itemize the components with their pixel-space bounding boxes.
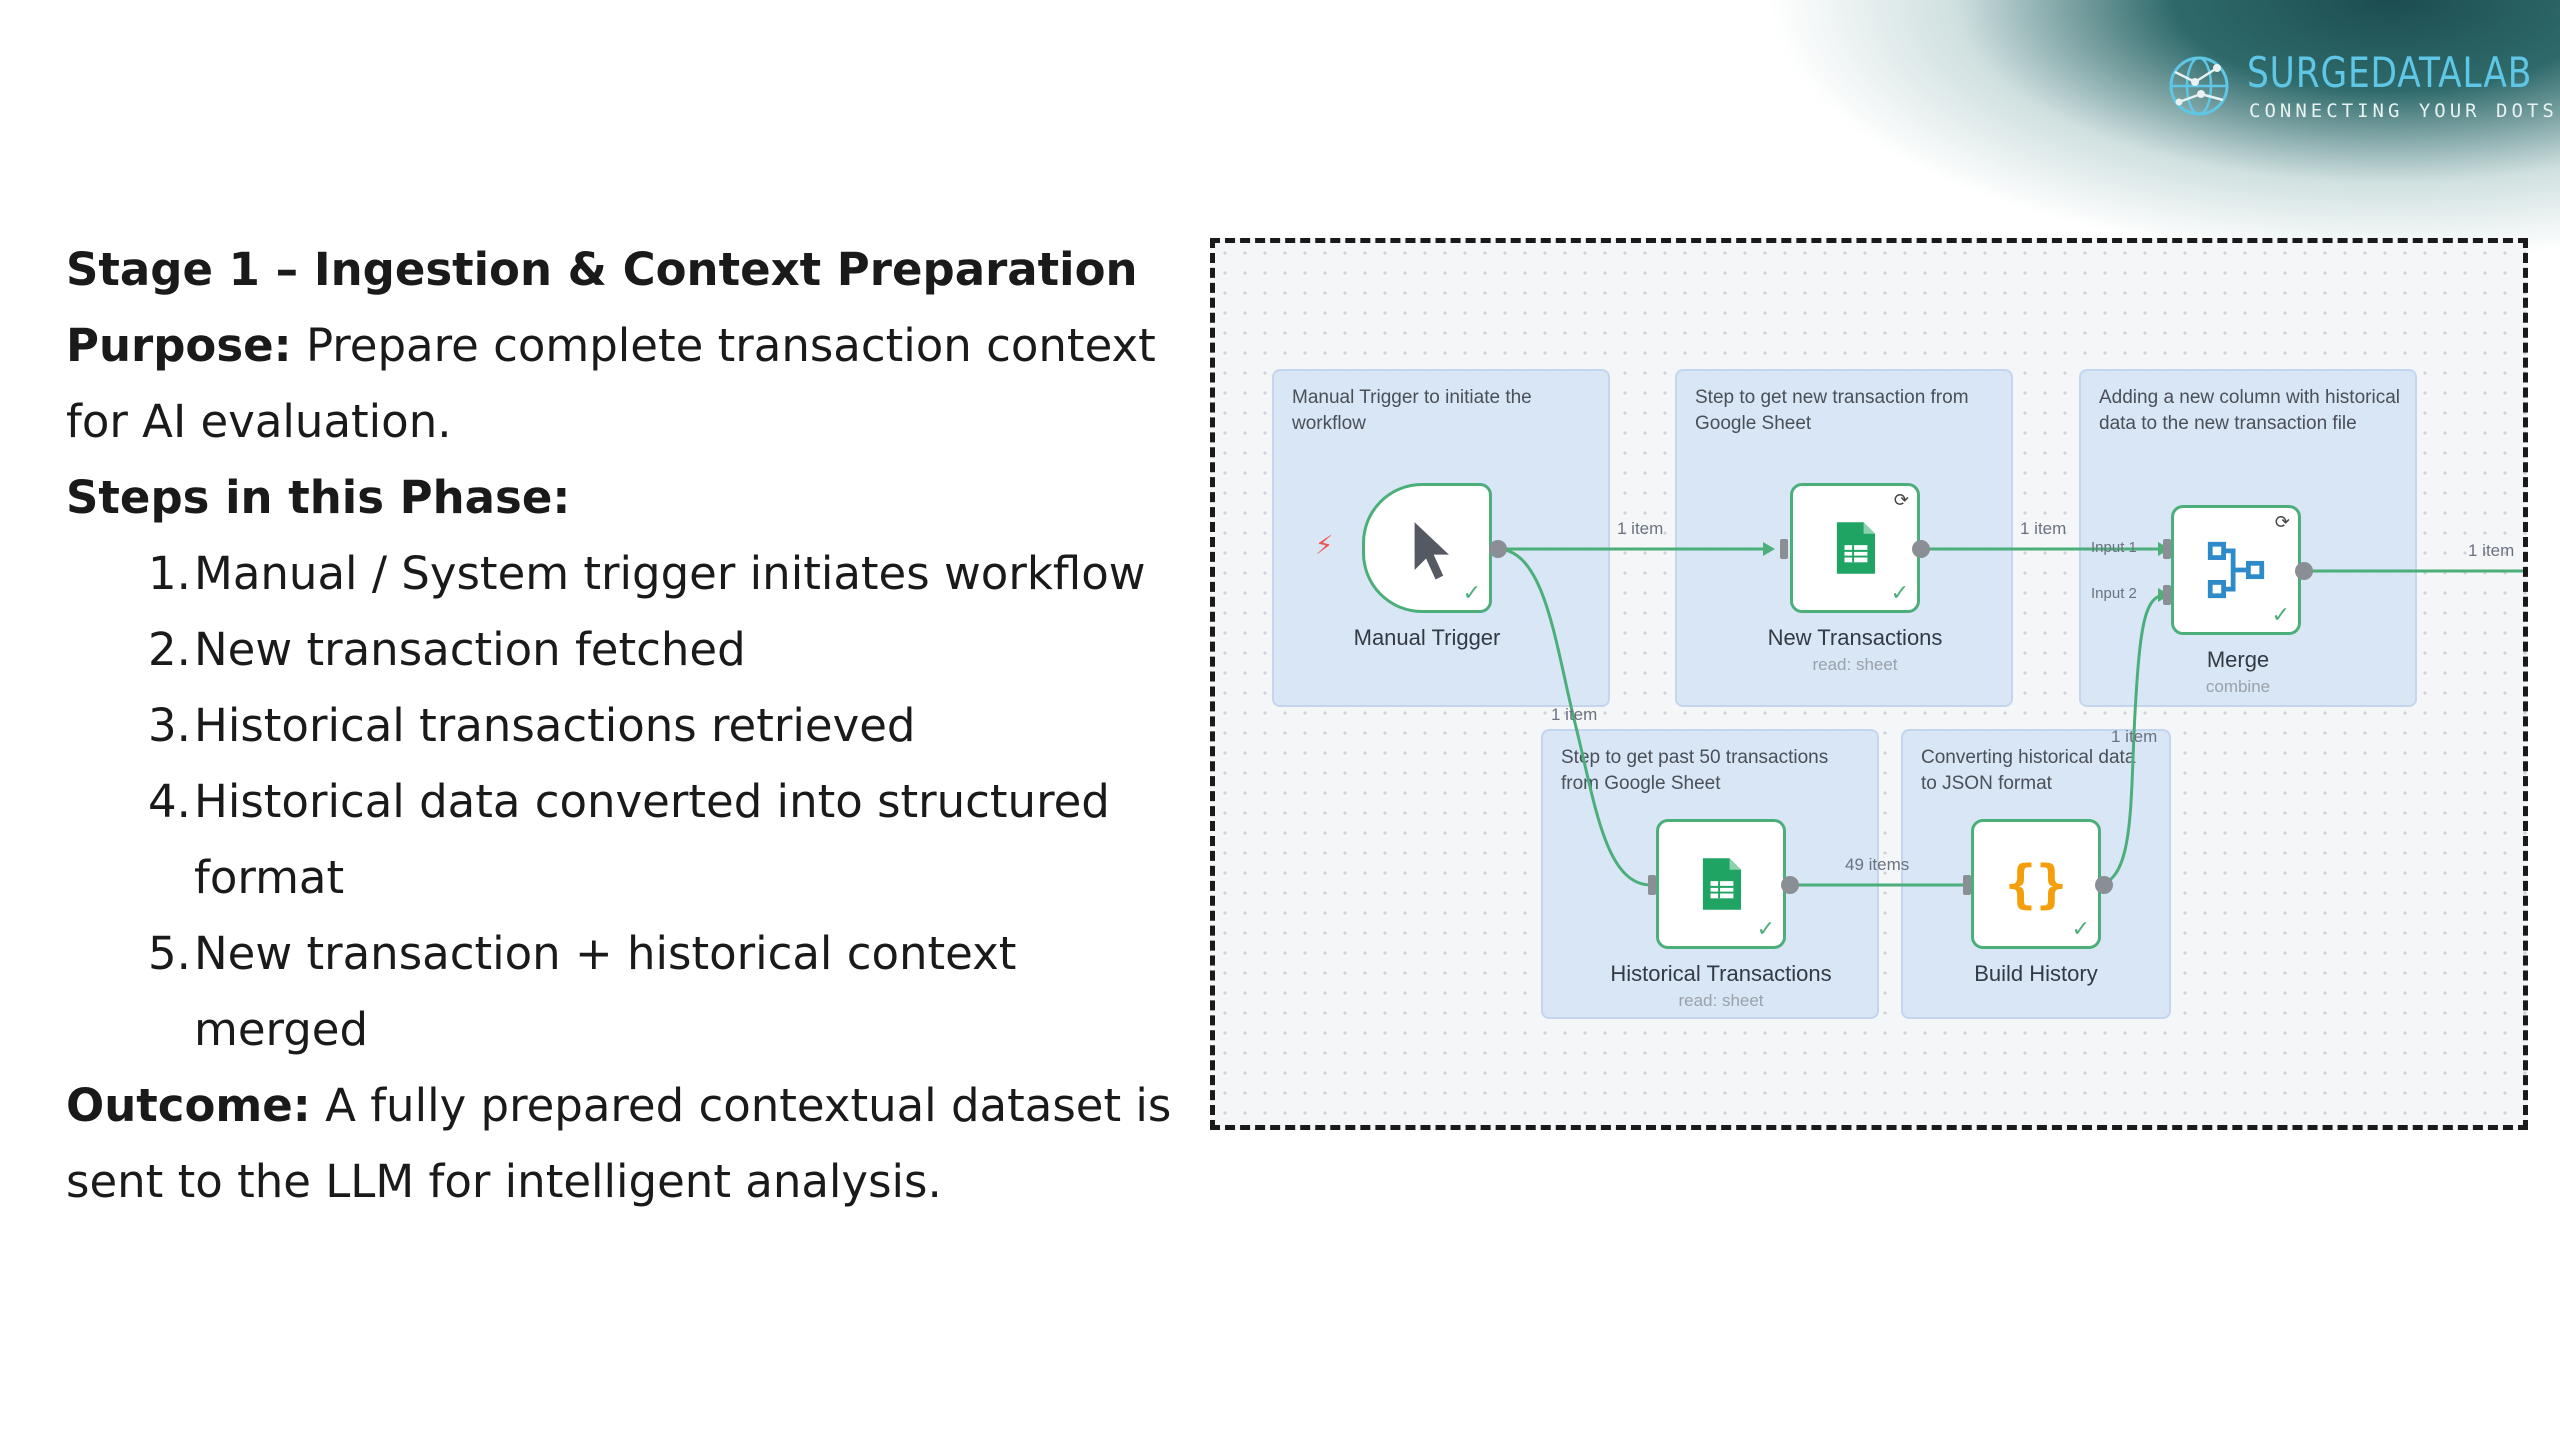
note-text: Converting historical data to JSON forma… <box>1921 747 2136 794</box>
node-build-history[interactable]: {} ✓ <box>1971 819 2101 949</box>
purpose-text: Prepare complete transaction context for… <box>66 319 1156 448</box>
success-check-icon: ✓ <box>2071 917 2090 942</box>
note-text: Adding a new column with historical data… <box>2099 387 2400 434</box>
globe-network-icon <box>2169 56 2229 116</box>
edge-item-count: 1 item <box>2468 541 2515 560</box>
output-handle[interactable] <box>2095 876 2113 894</box>
cursor-arrow-icon <box>1414 522 1449 580</box>
edge-build-merge <box>2094 593 2167 887</box>
node-historical-transactions[interactable]: ✓ <box>1656 819 1786 949</box>
outcome-paragraph: Outcome: A fully prepared contextual dat… <box>66 1068 1186 1220</box>
input-handle-1[interactable] <box>2163 539 2171 559</box>
brand-tagline: CONNECTING YOUR DOTS <box>2249 100 2558 122</box>
workflow-connectors <box>1496 542 2523 892</box>
refresh-icon[interactable]: ⟳ <box>1893 490 1909 511</box>
node-label: Build History <box>1974 961 2098 986</box>
success-check-icon: ✓ <box>1890 581 1909 606</box>
input-handle[interactable] <box>1780 539 1788 559</box>
steps-list: 1.Manual / System trigger initiates work… <box>66 536 1186 1068</box>
step-text: New transaction fetched <box>194 623 746 676</box>
edge-item-count: 49 items <box>1845 855 1910 874</box>
step-text: New transaction + historical context mer… <box>194 927 1017 1056</box>
output-handle[interactable] <box>1489 540 1507 558</box>
input-handle-2[interactable] <box>2163 585 2171 605</box>
input-handle[interactable] <box>1648 875 1656 895</box>
workflow-canvas[interactable]: Manual Trigger to initiate the workflow … <box>1210 238 2528 1130</box>
google-sheets-icon <box>1836 522 1876 574</box>
note-text: Manual Trigger to initiate the workflow <box>1292 387 1532 434</box>
merge-branches-icon <box>2207 541 2265 599</box>
input-handle[interactable] <box>1963 875 1971 895</box>
list-item: 3.Historical transactions retrieved <box>66 688 1186 764</box>
list-item: 4.Historical data converted into structu… <box>66 764 1186 916</box>
refresh-icon[interactable]: ⟳ <box>2274 512 2290 533</box>
outcome-label: Outcome: <box>66 1079 311 1132</box>
step-text: Historical data converted into structure… <box>194 775 1110 904</box>
merge-input-label: Input 2 <box>2091 585 2137 602</box>
note-text: Step to get past 50 transactions from Go… <box>1561 747 1829 794</box>
node-new-transactions[interactable]: ⟳ ✓ <box>1790 483 1920 613</box>
node-subtitle: read: sheet <box>1678 991 1764 1010</box>
list-item: 1.Manual / System trigger initiates work… <box>66 536 1186 612</box>
node-merge[interactable]: ⟳ ✓ <box>2171 505 2301 635</box>
edge-item-count: 1 item <box>2020 519 2067 538</box>
note-text: Step to get new transaction from Google … <box>1695 387 1969 434</box>
list-item: 2.New transaction fetched <box>66 612 1186 688</box>
svg-text:{}: {} <box>2005 855 2067 915</box>
step-number: 1. <box>148 547 191 600</box>
list-item: 5.New transaction + historical context m… <box>66 916 1186 1068</box>
purpose-paragraph: Purpose: Prepare complete transaction co… <box>66 308 1186 460</box>
success-check-icon: ✓ <box>1756 917 1775 942</box>
brand-name: SURGEDATALAB <box>2247 48 2533 97</box>
edge-trigger-hist <box>1496 547 1652 887</box>
edge-item-count: 1 item <box>1551 705 1598 724</box>
node-label: Merge <box>2206 647 2270 672</box>
step-number: 4. <box>148 775 191 828</box>
output-handle[interactable] <box>2295 562 2313 580</box>
step-text: Historical transactions retrieved <box>194 699 916 752</box>
success-check-icon: ✓ <box>2271 603 2290 628</box>
sticky-note-new-transactions[interactable]: Step to get new transaction from Google … <box>1675 369 2013 707</box>
node-subtitle: combine <box>2205 677 2271 696</box>
step-number: 5. <box>148 927 191 980</box>
google-sheets-icon <box>1702 858 1742 910</box>
step-number: 3. <box>148 699 191 752</box>
edge-item-count: 1 item <box>2111 727 2158 746</box>
code-braces-icon: {} <box>2005 855 2067 915</box>
node-manual-trigger[interactable]: ✓ <box>1362 483 1492 613</box>
purpose-label: Purpose: <box>66 319 292 372</box>
merge-input-label: Input 1 <box>2091 539 2137 556</box>
node-label: New Transactions <box>1767 625 1943 650</box>
lightning-bolt-icon: ⚡ <box>1315 531 1334 561</box>
output-handle[interactable] <box>1912 540 1930 558</box>
success-check-icon: ✓ <box>1462 581 1481 606</box>
outcome-text: A fully prepared contextual dataset is s… <box>66 1079 1172 1208</box>
edge-item-count: 1 item <box>1617 519 1664 538</box>
step-text: Manual / System trigger initiates workfl… <box>194 547 1146 600</box>
node-label: Historical Transactions <box>1610 961 1832 986</box>
node-subtitle: read: sheet <box>1812 655 1898 674</box>
step-number: 2. <box>148 623 191 676</box>
brand-logo: SURGEDATALAB CONNECTING YOUR DOTS <box>2165 48 2554 138</box>
stage-description: Stage 1 – Ingestion & Context Preparatio… <box>66 232 1186 1220</box>
output-handle[interactable] <box>1781 876 1799 894</box>
node-label: Manual Trigger <box>1353 625 1501 650</box>
steps-heading: Steps in this Phase: <box>66 471 571 524</box>
stage-title: Stage 1 – Ingestion & Context Preparatio… <box>66 243 1138 296</box>
